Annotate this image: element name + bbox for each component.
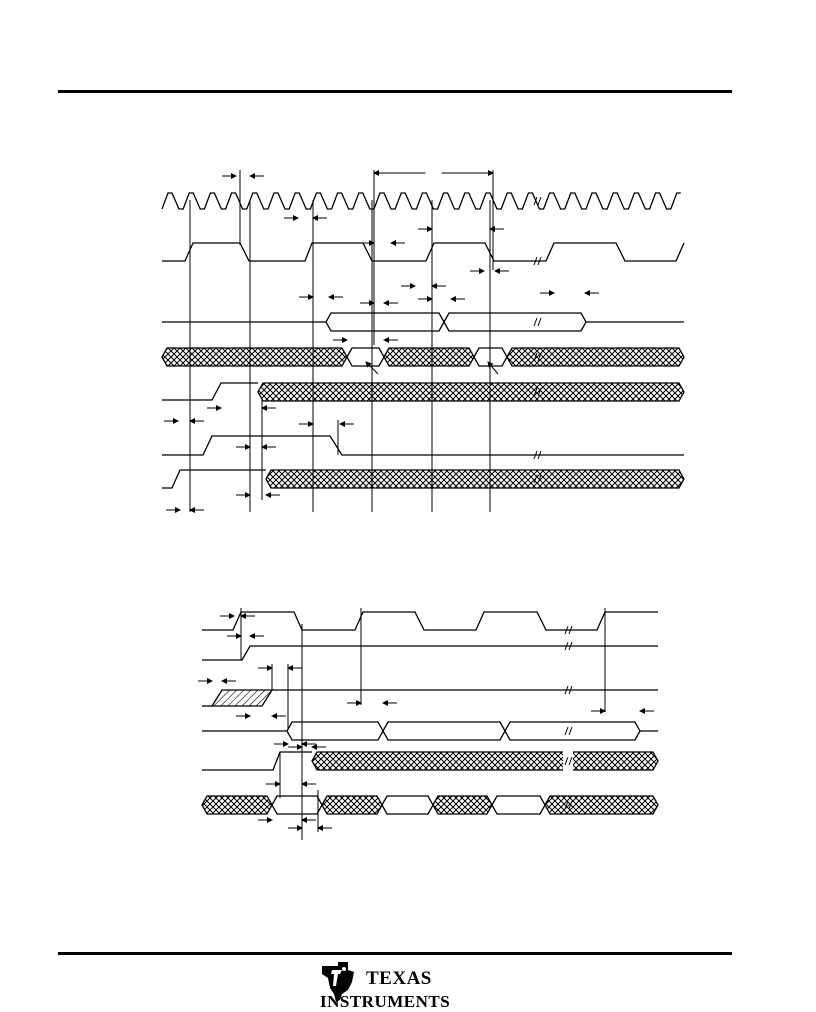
- signal-d2-2: [202, 645, 658, 661]
- bus4-hatch-seg: [321, 795, 383, 815]
- bus1-seg: [443, 312, 587, 332]
- break-mark: [533, 387, 542, 397]
- bus1-seg: [325, 312, 445, 332]
- bus4-data-seg: [491, 795, 546, 815]
- signal-d2-5-hatch-seg: [311, 751, 659, 771]
- signal-5: [162, 382, 258, 401]
- signal-d2-5: [202, 751, 312, 771]
- break-mark: [564, 756, 573, 766]
- break-mark: [564, 726, 573, 736]
- bus4-hatch-seg: [432, 795, 493, 815]
- header-rule: [58, 90, 732, 93]
- signal-7: [162, 469, 266, 489]
- logo-line1: TEXAS: [366, 968, 432, 989]
- timing-diagram-2: [198, 608, 659, 840]
- ti-logo: TEXAS INSTRUMENTS: [318, 960, 468, 1011]
- bus4-data-seg: [271, 795, 323, 815]
- break-mark: [533, 317, 542, 327]
- logo-line2: INSTRUMENTS: [320, 992, 451, 1011]
- break-mark: [533, 474, 542, 484]
- ti-logo-icon: [322, 962, 354, 1002]
- footer-rule: [58, 952, 732, 955]
- break-mark: [533, 256, 542, 266]
- bus4-data-seg: [381, 795, 434, 815]
- break-mark: [533, 352, 542, 362]
- timing-diagram-1: [161, 170, 685, 513]
- bus2-data-seg: [346, 347, 385, 367]
- break-mark: [533, 450, 542, 460]
- clock-waveform: [161, 192, 681, 210]
- break-gap: [563, 750, 573, 772]
- signal-clock-2: [202, 611, 658, 631]
- break-mark: [533, 196, 542, 206]
- signal-7-hatch-seg: [265, 469, 685, 489]
- bus2-hatch-seg: [383, 347, 475, 367]
- signal-5-hatch-seg: [257, 382, 685, 402]
- bus2-hatch-seg: [506, 347, 685, 367]
- break-mark: [564, 641, 573, 651]
- signal-6: [162, 435, 684, 456]
- bus4-hatch-seg: [544, 795, 659, 815]
- bus3-seg: [382, 721, 506, 741]
- setup-hatch-region: [210, 689, 274, 707]
- break-mark: [564, 685, 573, 695]
- break-mark: [564, 625, 573, 635]
- signal-slow-clock: [162, 242, 685, 262]
- break-mark: [564, 800, 573, 810]
- bus4-hatch-seg: [201, 795, 273, 815]
- bus3-seg: [286, 721, 384, 741]
- bus3-seg: [504, 721, 641, 741]
